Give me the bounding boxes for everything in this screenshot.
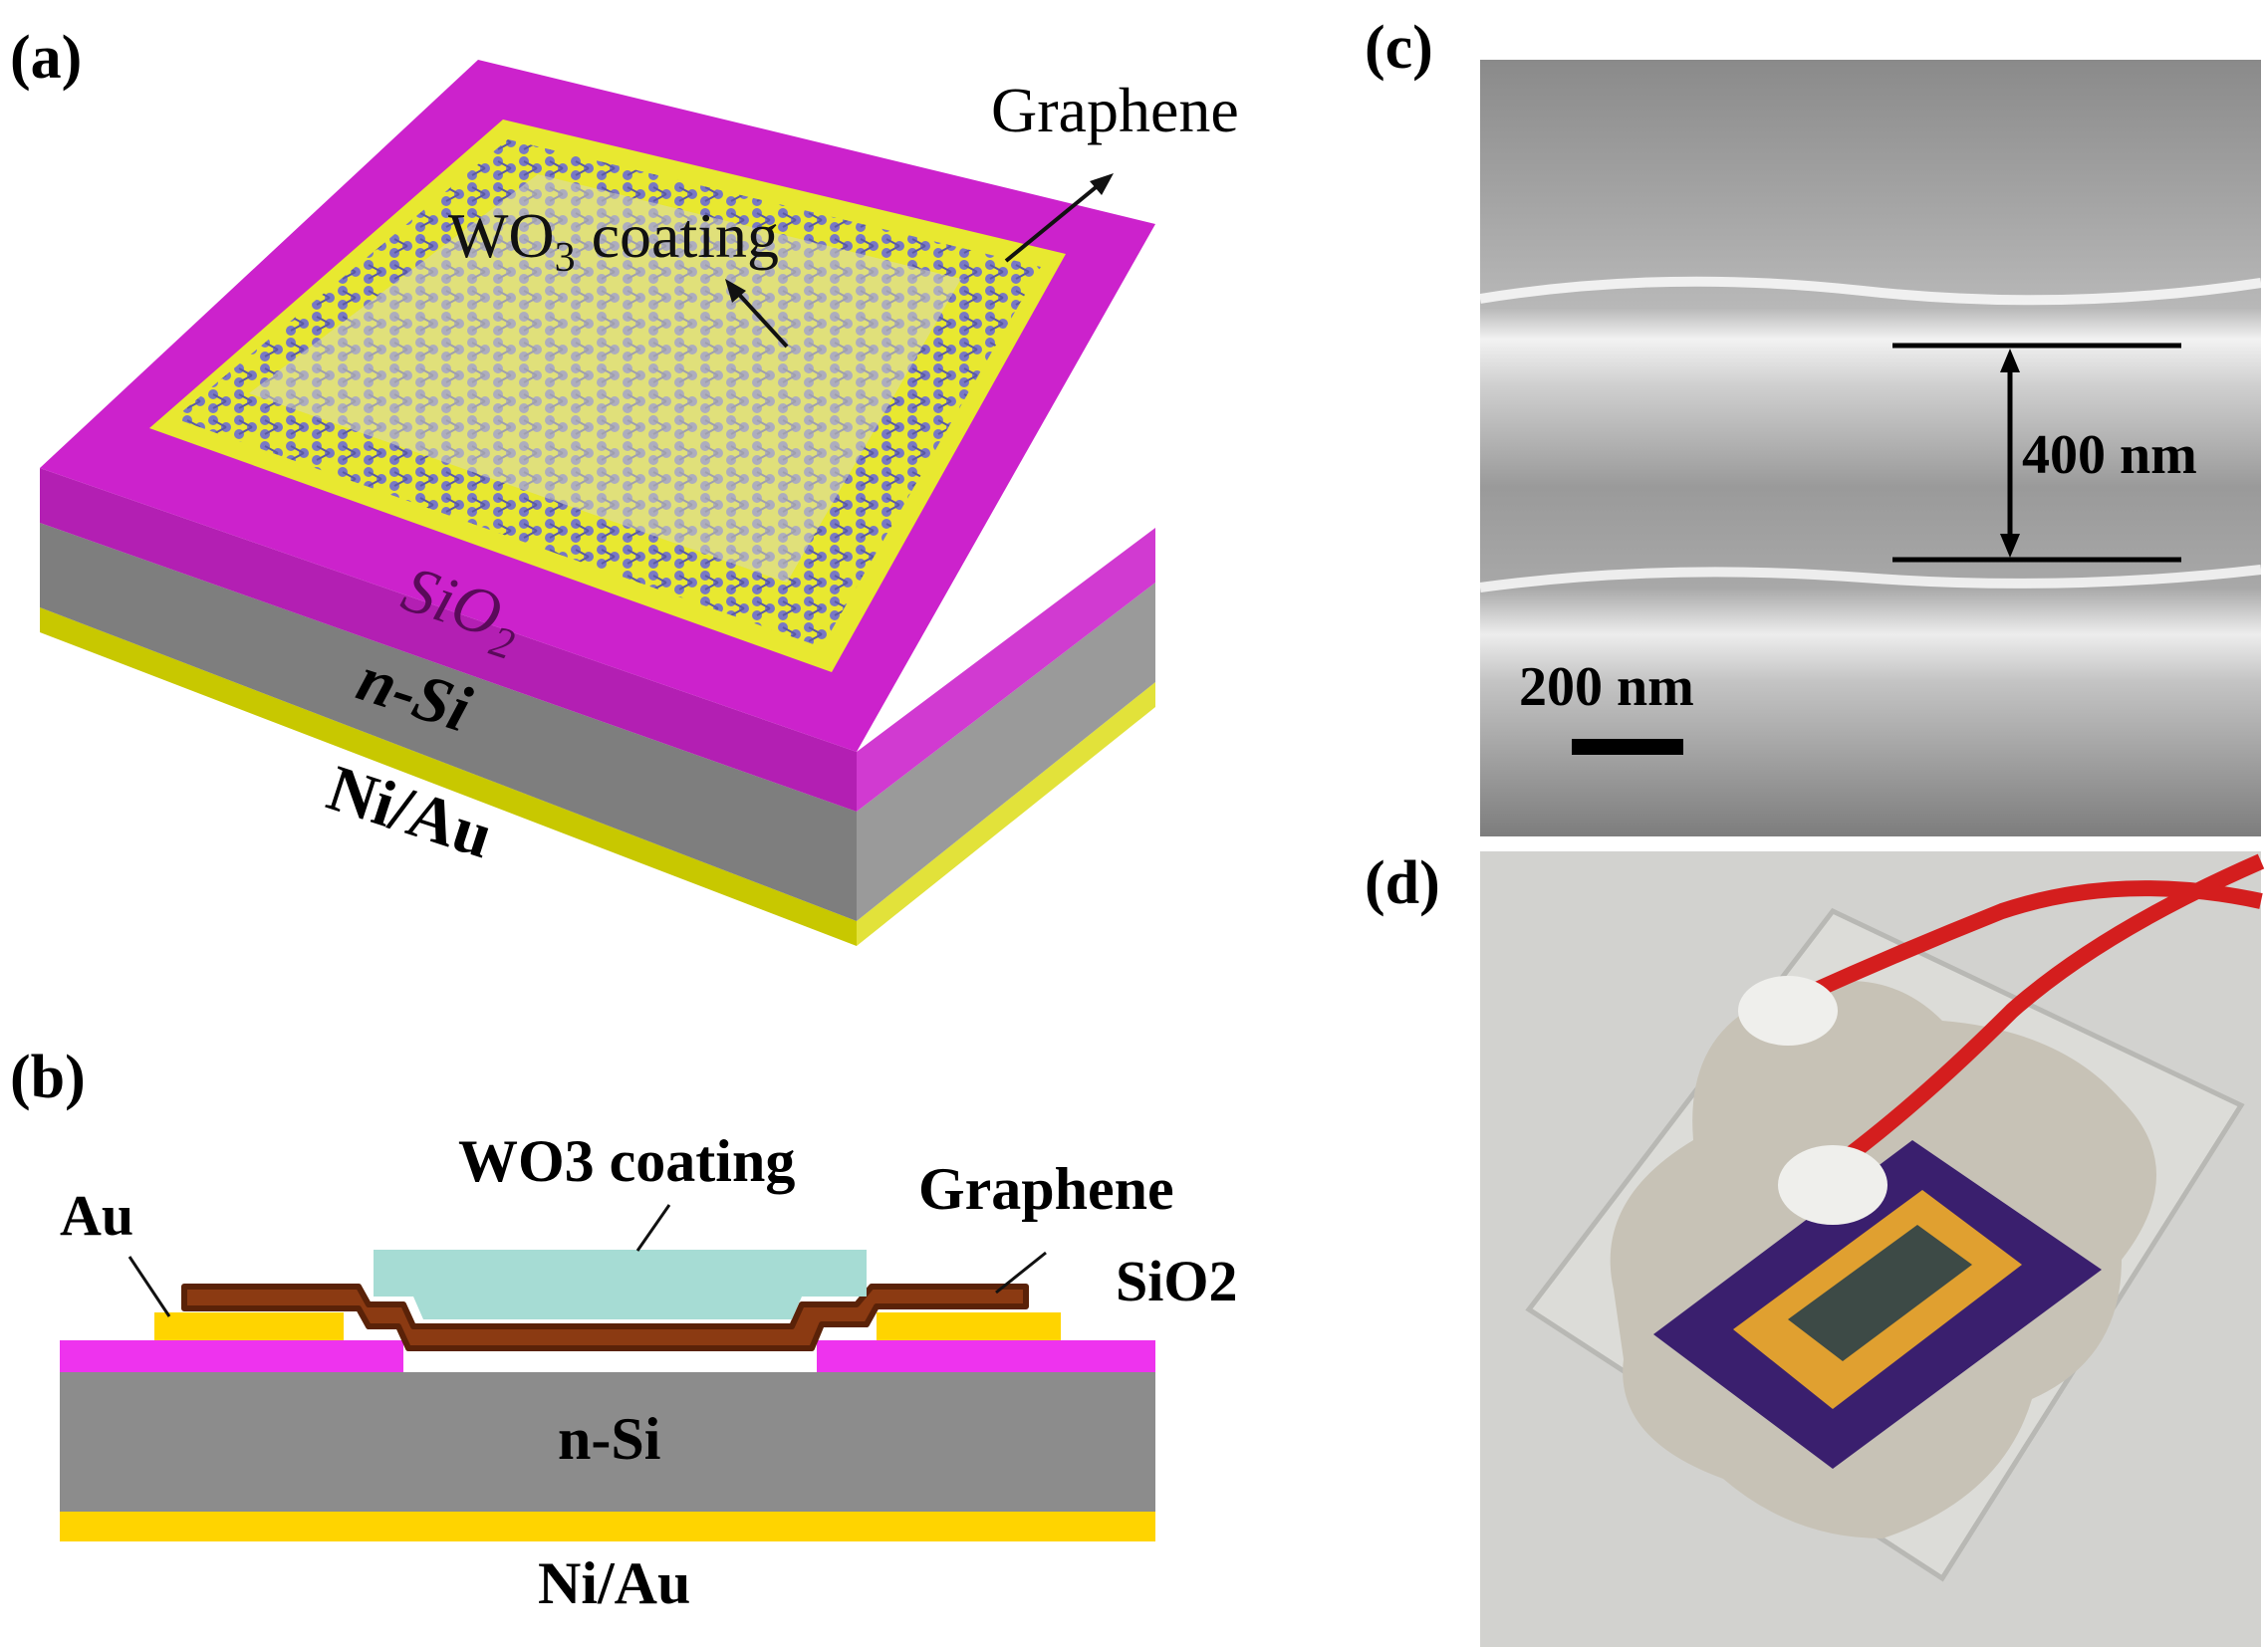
thickness-label: 400 nm: [2022, 424, 2197, 486]
sem-lower-edge: [1479, 565, 2262, 592]
sem-image: 400 nm 200 nm (c): [1365, 14, 2262, 836]
nsi-layer-side: [857, 583, 1155, 921]
au-leader: [127, 1256, 171, 1317]
wo3-leader: [635, 1204, 671, 1252]
sio2-layer-front: [40, 468, 857, 812]
panel-d: (d): [1365, 841, 2265, 1647]
device-cross-section: (b) WO3 coating Graphene Au SiO2 n-Si Ni…: [10, 1044, 1238, 1616]
red-wire-2: [1799, 880, 2263, 1004]
graphene-label-b: Graphene: [918, 1156, 1174, 1222]
graphene-leader: [995, 1251, 1047, 1295]
nsi-layer-front: [40, 523, 857, 921]
niau-layer-side: [857, 682, 1155, 946]
wo3-label-b: WO3 coating: [458, 1128, 795, 1194]
red-wire-1: [1838, 853, 2265, 1167]
wo3-arrow: [730, 285, 789, 349]
panel-b-label: (b): [10, 1044, 86, 1111]
wo3-arrow-head: [725, 279, 746, 303]
niau-bar: [60, 1512, 1155, 1541]
niau-label-b: Ni/Au: [538, 1550, 690, 1616]
graphene-layer: [181, 1284, 1029, 1351]
thickness-arrow-down: [2000, 534, 2020, 558]
au-label-b: Au: [60, 1183, 133, 1248]
graphene-arrow: [1004, 177, 1108, 263]
panel-a: (a) Graphene WO3 coating SiO2 n-Si Ni/Au: [0, 0, 1414, 956]
panel-d-label: (d): [1365, 849, 1440, 917]
au-pad-left: [154, 1312, 344, 1340]
sio2-label-b: SiO2: [1116, 1249, 1238, 1313]
graphene-window: [1788, 1225, 1972, 1361]
silver-contact-2: [1738, 976, 1838, 1046]
wo3-block: [374, 1250, 867, 1319]
wo3-label: WO3 coating: [448, 200, 779, 281]
niau-layer-front: [40, 607, 857, 946]
sio2-left: [60, 1340, 403, 1372]
device-photo: (d): [1365, 849, 2265, 1647]
panel-c: 400 nm 200 nm (c): [1365, 0, 2265, 836]
au-pad-right: [877, 1312, 1061, 1340]
sem-background: [1480, 60, 2261, 836]
panel-a-label: (a): [10, 24, 82, 92]
sio2-right: [817, 1340, 1155, 1372]
thickness-arrow-up: [2000, 349, 2020, 372]
silver-contact-1: [1778, 1145, 1888, 1225]
sio2-layer-side: [857, 528, 1155, 812]
panel-b: (b) WO3 coating Graphene Au SiO2 n-Si Ni…: [0, 1036, 1295, 1647]
sem-upper-edge: [1479, 276, 2262, 306]
device-3d-diagram: (a) Graphene WO3 coating SiO2 n-Si Ni/Au: [10, 24, 1239, 946]
nsi-label-b: n-Si: [558, 1406, 660, 1472]
scale-bar: [1572, 739, 1683, 755]
wo3-coating: [249, 174, 961, 583]
graphene-label: Graphene: [991, 75, 1239, 145]
nsi-bar: [60, 1372, 1155, 1512]
panel-c-label: (c): [1365, 14, 1433, 82]
scale-label: 200 nm: [1519, 656, 1694, 718]
graphene-arrow-head: [1090, 173, 1114, 195]
